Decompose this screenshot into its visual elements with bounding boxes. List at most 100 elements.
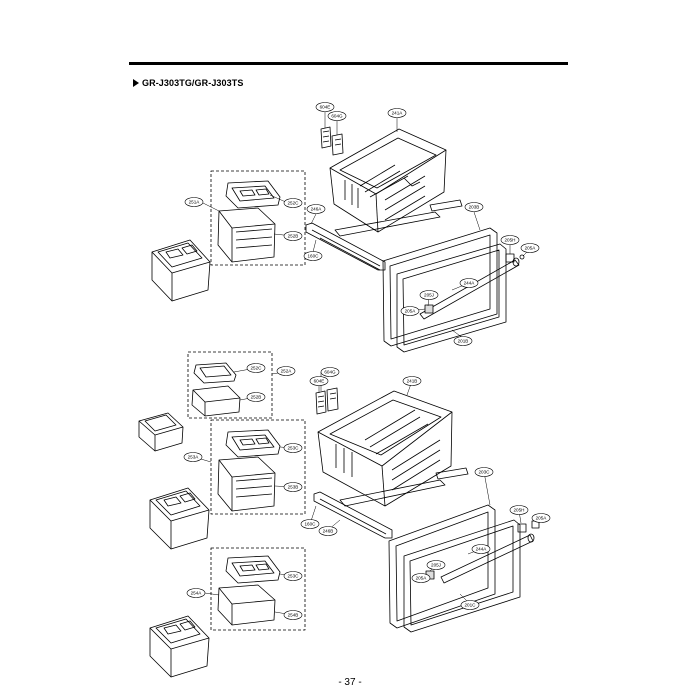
upper-dashed-group-box [210,170,306,266]
page-number: - 37 - [338,677,362,688]
svg-text:205J: 205J [431,563,441,568]
svg-text:253A: 253A [188,455,200,460]
callout-c30: 244A [471,544,491,554]
upper-handle-bar [419,257,520,320]
lower-loose-crisper-middle [149,487,210,550]
door-frame-203b [382,227,498,347]
rail-cross-bar [334,199,463,237]
callout-c25: 203C [474,467,494,477]
callout-c08: 160C [303,251,323,261]
upper-fitting-604g [331,133,344,156]
lower-loose-small-crisper [138,412,184,452]
svg-text:252A: 252A [281,369,293,374]
model-heading-text: GR-J303TG/GR-J303TS [142,78,244,88]
lower-dashed-box-252 [187,351,273,419]
callout-labels: 604E 604G 241A 251A 252C 246A 252B 160C … [183,102,551,620]
svg-text:253C: 253C [288,446,300,451]
lower-box-252b [191,385,241,417]
svg-text:241A: 241A [392,111,404,116]
callout-c18: 252B [246,392,266,402]
callout-c20: 604E [309,376,329,386]
callout-c10: 205H [500,235,520,245]
lower-box-253b [217,456,276,512]
rail-246b [313,491,393,539]
lower-dashed-box-253 [210,419,306,515]
lower-rail-cross-bar [339,467,469,507]
svg-text:252B: 252B [251,395,262,400]
svg-text:205H: 205H [505,238,516,243]
svg-text:246B: 246B [323,529,334,534]
lower-clip-205h [517,523,527,533]
rail-246a [305,222,386,271]
box-254b [217,584,276,626]
header-rule [129,62,568,65]
door-frame-203c [388,504,496,629]
callout-c01: 604E [315,102,335,112]
lower-tray-253c [225,429,281,458]
callout-c22: 253A [183,452,203,462]
svg-text:160C: 160C [305,522,317,527]
svg-text:604G: 604G [324,370,336,375]
lower-fitting-604g [326,387,339,412]
callout-c19: 604G [320,367,340,377]
callout-c29: 205A [531,513,551,523]
basket-241a [329,128,447,233]
svg-text:205A: 205A [416,576,428,581]
callout-c27: 246B [318,526,338,536]
callout-c24: 253B [283,482,303,492]
door-panel-244a [396,243,507,353]
svg-text:246A: 246A [311,207,323,212]
callout-c12: 244A [459,278,479,288]
svg-text:205A: 205A [536,516,548,521]
svg-text:205A: 205A [525,246,537,251]
callout-c17: 252A [276,366,296,376]
door-panel-lower [403,519,521,633]
callout-c07: 252B [283,231,303,241]
callout-c05: 252C [283,198,303,208]
callout-c31: 205J [426,560,446,570]
lower-handle-bar [440,533,535,584]
callout-c04: 251A [184,197,204,207]
lower-loose-crisper-bottom [149,615,210,678]
svg-text:604E: 604E [320,105,331,110]
svg-text:203C: 203C [479,470,491,475]
triangle-bullet-icon [133,79,139,87]
upper-loose-crisper [151,239,211,302]
callout-c16: 252C [246,363,266,373]
callout-c11: 205A [520,243,540,253]
tray-in-254-group [225,555,281,584]
callout-c15: 201B [453,336,473,346]
svg-text:244A: 244A [476,547,488,552]
callout-c36: 254B [283,610,303,620]
svg-text:604G: 604G [331,114,343,119]
svg-text:160C: 160C [308,254,320,259]
callout-c26: 160C [300,519,320,529]
upper-fitting-604e [320,126,332,149]
svg-text:205H: 205H [514,508,525,513]
svg-text:604E: 604E [314,379,325,384]
svg-text:253C: 253C [288,574,300,579]
svg-text:253B: 253B [288,485,299,490]
basket-241b [317,390,453,507]
callout-c09: 203B [464,202,484,212]
callout-c28: 205H [509,505,529,515]
callout-c33: 201C [460,600,480,610]
svg-text:244A: 244A [464,281,476,286]
svg-text:252B: 252B [288,234,299,239]
callout-c06: 246A [306,204,326,214]
upper-box-252b [217,207,276,263]
upper-clip-205a [424,304,434,314]
model-heading: GR-J303TG/GR-J303TS [133,78,243,88]
lower-fitting-604e [315,390,327,415]
callout-c21: 241B [402,376,422,386]
callout-c14: 205A [400,306,420,316]
upper-tray-252c [225,180,281,209]
svg-text:252C: 252C [288,201,300,206]
callout-c23: 253C [283,443,303,453]
svg-text:254B: 254B [288,613,299,618]
svg-text:205A: 205A [405,309,417,314]
lower-dashed-box-254 [210,547,306,631]
svg-text:251A: 251A [189,200,201,205]
svg-text:203B: 203B [469,205,480,210]
